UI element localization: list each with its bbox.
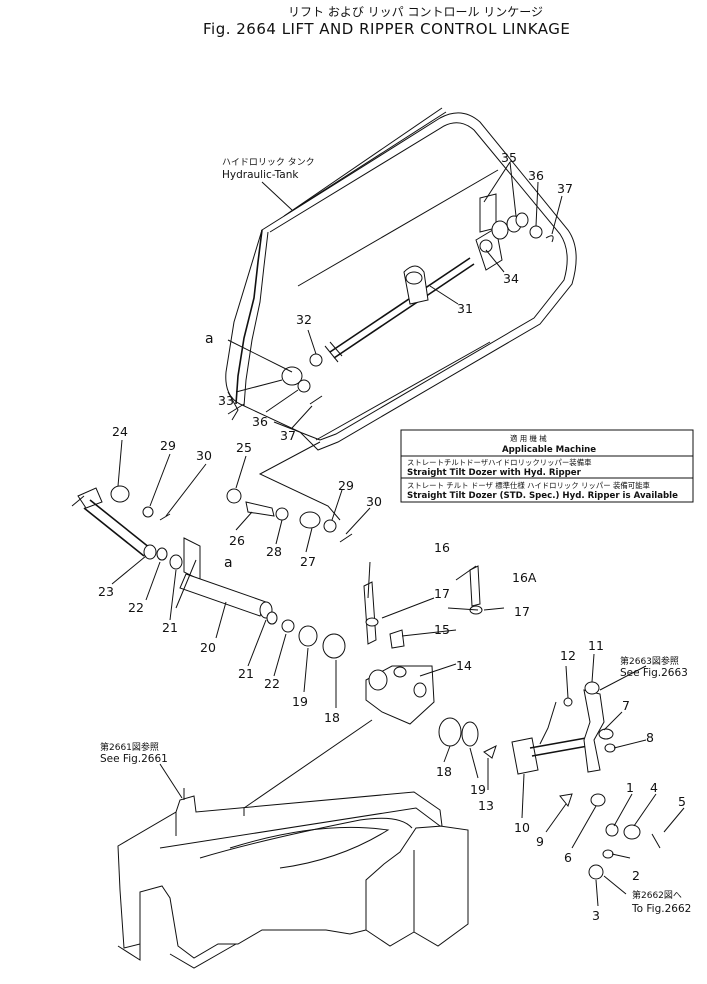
callout-4: 4 [650,780,658,795]
ref-fig2662-en: To Fig.2662 [631,903,691,915]
callout-17: 17 [514,604,530,619]
ref-a-upper: a [205,331,214,347]
callout-30: 30 [196,448,212,463]
callout-19: 19 [470,782,486,797]
callout-36: 36 [528,168,544,183]
applicable-row1-en: Straight Tilt Dozer with Hyd. Ripper [407,468,582,478]
callout-8: 8 [646,730,654,745]
callout-37: 37 [280,428,296,443]
leader-lines [111,161,685,907]
leader-tank [261,181,293,211]
callout-13: 13 [478,798,494,813]
hydraulic-tank-drawing [225,107,577,451]
applicable-row2-en: Straight Tilt Dozer (STD. Spec.) Hyd. Ri… [407,491,678,501]
callout-2: 2 [632,868,640,883]
callout-29: 29 [160,438,176,453]
callout-16a: 16A [512,570,537,585]
callout-21: 21 [238,666,254,681]
ref-a-lower: a [224,555,233,571]
ref-fig2663-en: See Fig.2663 [620,667,688,679]
callout-1: 1 [626,780,634,795]
lower-frame [117,788,469,969]
callout-33: 33 [218,393,234,408]
callout-36: 36 [252,414,268,429]
callout-22: 22 [264,676,280,691]
title-en: Fig. 2664 LIFT AND RIPPER CONTROL LINKAG… [203,20,570,38]
callout-34: 34 [503,271,519,286]
applicable-header-jp: 適 用 機 械 [510,434,547,443]
callout-30: 30 [366,494,382,509]
left-linkage [71,485,353,659]
callout-37: 37 [557,181,573,196]
callout-6: 6 [564,850,572,865]
callout-20: 20 [200,640,216,655]
callout-10: 10 [514,820,530,835]
callout-14: 14 [456,658,472,673]
leader-fig2661 [159,763,183,799]
callout-23: 23 [98,584,114,599]
hydraulic-tank-label-en: Hydraulic-Tank [222,169,299,181]
callout-21: 21 [162,620,178,635]
callout-28: 28 [266,544,282,559]
title-jp: リフト および リッパ コントロール リンケージ [288,5,543,19]
callout-12: 12 [560,648,576,663]
callout-29: 29 [338,478,354,493]
callout-3: 3 [592,908,600,923]
callout-18: 18 [436,764,452,779]
callout-11: 11 [588,638,604,653]
upper-rod-assembly [227,193,554,415]
hydraulic-tank-label-jp: ハイドロリック タンク [222,157,315,168]
callout-26: 26 [229,533,245,548]
callout-35: 35 [501,150,517,165]
callout-5: 5 [678,794,686,809]
ref-fig2661-en: See Fig.2661 [100,753,168,765]
callout-7: 7 [622,698,630,713]
callout-31: 31 [457,301,473,316]
callout-19: 19 [292,694,308,709]
applicable-header-en: Applicable Machine [502,445,596,455]
callouts: 35 36 37 34 31 32 a 33 36 37 24 29 30 25… [98,150,686,923]
right-linkage [511,681,661,895]
callout-32: 32 [296,312,312,327]
callout-17: 17 [434,586,450,601]
callout-22: 22 [128,600,144,615]
applicable-row2-jp: ストレート チルト ドーザ 標準仕様 ハイドロリック リッパー 装備可能車 [407,481,651,490]
callout-27: 27 [300,554,316,569]
applicable-machine-table: 適 用 機 械 Applicable Machine ストレートチルトドーザハイ… [400,429,694,503]
applicable-row1-jp: ストレートチルトドーザハイドロリックリッパー装備車 [407,458,592,467]
ref-fig2662-jp: 第2662図へ [632,889,682,901]
callout-15: 15 [434,622,450,637]
callout-25: 25 [236,440,252,455]
center-bracket [363,565,497,759]
ref-fig2661-jp: 第2661図参照 [100,741,159,753]
callout-24: 24 [112,424,128,439]
callout-9: 9 [536,834,544,849]
callout-16: 16 [434,540,450,555]
connection-line-2 [273,421,321,441]
ref-fig2663-jp: 第2663図参照 [620,655,679,667]
callout-18: 18 [324,710,340,725]
